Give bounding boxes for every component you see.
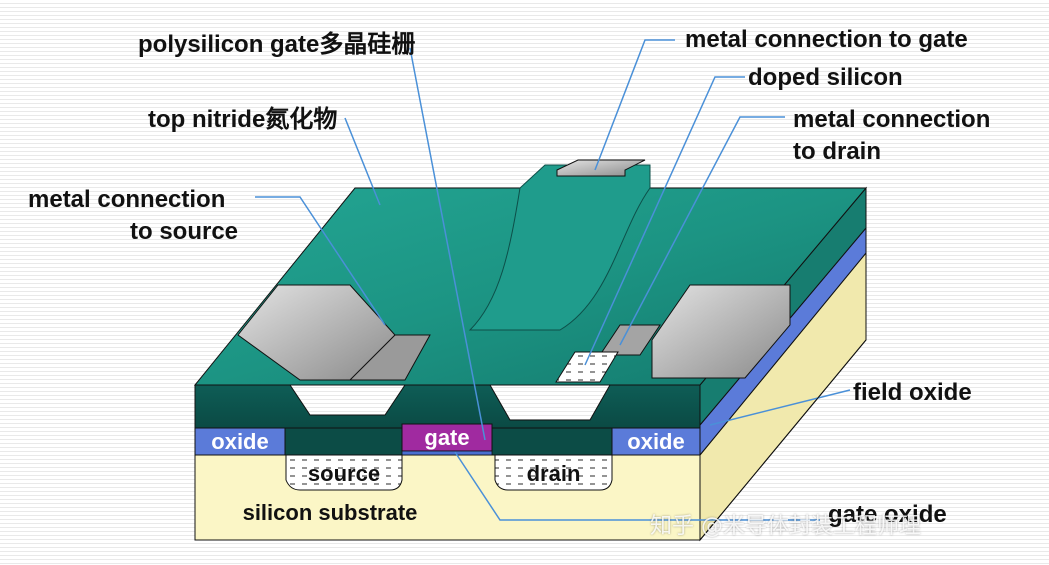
leader-polysilicon-gate [409,47,486,441]
label-polysilicon-gate: polysilicon gate多晶硅栅 [138,31,416,58]
oxide-right-block [611,427,701,456]
gate-oxide-layer [401,450,493,456]
label-metal-to-source-line2: to source [130,218,239,245]
metal-source-slot [348,334,431,381]
drain-well [494,454,613,491]
label-top-nitride: top nitride氮化物 [148,106,338,133]
source-well [285,454,403,491]
region-oxide-left: oxide [211,429,269,454]
leader-metal-source [255,196,386,326]
region-gate: gate [424,425,470,450]
leader-lines [255,39,851,521]
watermark: 知乎 @米导体封装工程师理 [650,514,921,539]
metal-gate-contact [556,159,646,177]
doped-silicon-opening [555,351,619,383]
region-oxide-right: oxide [627,429,685,454]
gate-contact-ridge [468,164,651,331]
leader-top-nitride [344,117,381,206]
leader-metal-gate [594,39,675,171]
region-source: source [307,461,381,486]
box-outline [699,188,867,541]
nitride-front-face [194,384,701,429]
label-metal-to-source-line1: metal connection [28,186,226,213]
metal-drain-slot [599,324,661,356]
leader-gate-oxide [454,451,820,521]
label-metal-to-drain-line1: metal connection [793,106,991,133]
region-drain: drain [526,461,581,486]
metal-drain-pad [651,284,791,379]
label-metal-to-gate: metal connection to gate [685,26,968,53]
label-gate-oxide: gate oxide [828,501,947,528]
leader-field-oxide [709,389,851,426]
label-metal-to-drain-line2: to drain [793,138,881,165]
region-silicon-substrate: silicon substrate [242,500,418,525]
leader-doped-silicon [584,76,745,366]
gate-block [401,423,493,452]
label-field-oxide: field oxide [853,379,972,406]
oxide-left-block [194,427,286,456]
substrate-front-face [194,454,701,541]
leader-metal-drain [619,116,785,346]
label-doped-silicon: doped silicon [748,64,903,91]
